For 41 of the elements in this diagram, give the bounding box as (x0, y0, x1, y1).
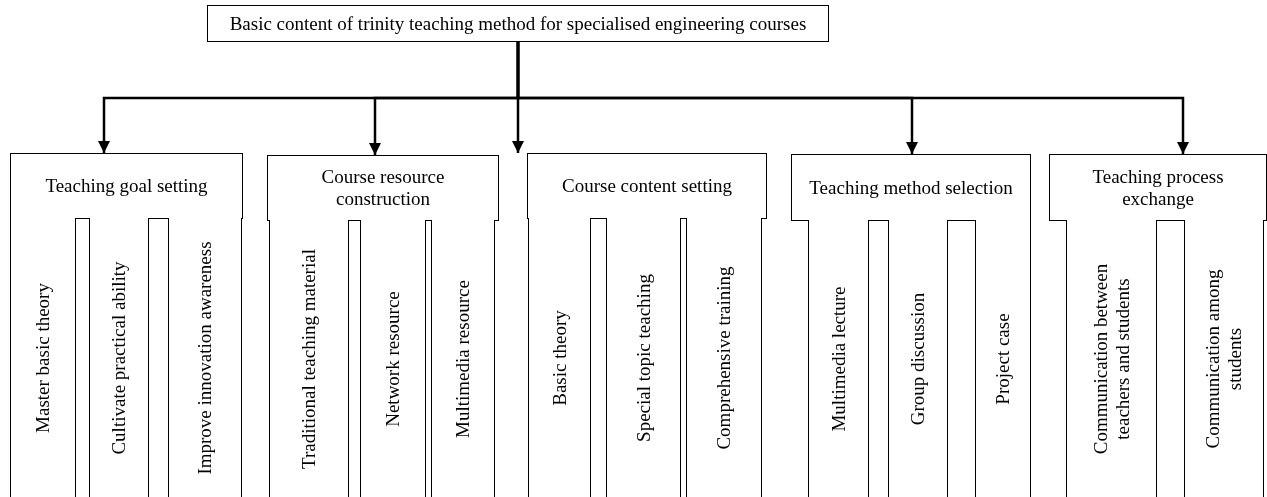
item-label: Multimedia resource (452, 278, 474, 440)
item-column (888, 220, 948, 497)
category-label: Course content setting (562, 175, 732, 197)
item-label: Comprehensive training (713, 264, 735, 452)
root-label: Basic content of trinity teaching method for specialised engineering courses (229, 12, 807, 35)
item-label: Communication among students (1202, 268, 1246, 450)
item-column (1184, 220, 1264, 497)
item-label: Basic theory (548, 308, 571, 408)
item-label: Communication between teachers and students (1089, 262, 1134, 456)
item-column (10, 218, 76, 497)
item-label: Traditional teaching material (298, 247, 320, 471)
category-label: Teaching goal setting (45, 175, 208, 197)
category-label: Teaching method selection (809, 176, 1013, 199)
item-column (1066, 220, 1157, 497)
item-label: Project case (992, 311, 1014, 407)
item-column (528, 218, 591, 497)
item-column (975, 220, 1031, 497)
arrow (516, 42, 1190, 154)
category-box (267, 155, 499, 221)
item-column (89, 218, 149, 497)
item-column (168, 218, 242, 497)
item-label: Master basic theory (32, 281, 54, 435)
item-column (431, 220, 495, 497)
category-box (791, 154, 1031, 221)
item-label: Cultivate practical ability (108, 259, 130, 457)
item-column (360, 220, 426, 497)
category-label: Teaching process exchange (1091, 165, 1225, 210)
category-box (1049, 154, 1267, 221)
root-box (207, 5, 829, 42)
item-label: Special topic teaching (632, 272, 655, 444)
item-column (606, 218, 681, 497)
item-column (686, 218, 762, 497)
item-label: Multimedia lecture (827, 284, 850, 434)
item-label: Group discussion (907, 291, 929, 427)
item-label: Network resource (382, 289, 404, 429)
item-label: Improve innovation awareness (194, 239, 216, 477)
category-box (527, 153, 767, 219)
category-box (10, 153, 243, 219)
item-column (808, 220, 869, 497)
item-column (269, 220, 349, 497)
category-label: Course resource construction (320, 166, 446, 210)
